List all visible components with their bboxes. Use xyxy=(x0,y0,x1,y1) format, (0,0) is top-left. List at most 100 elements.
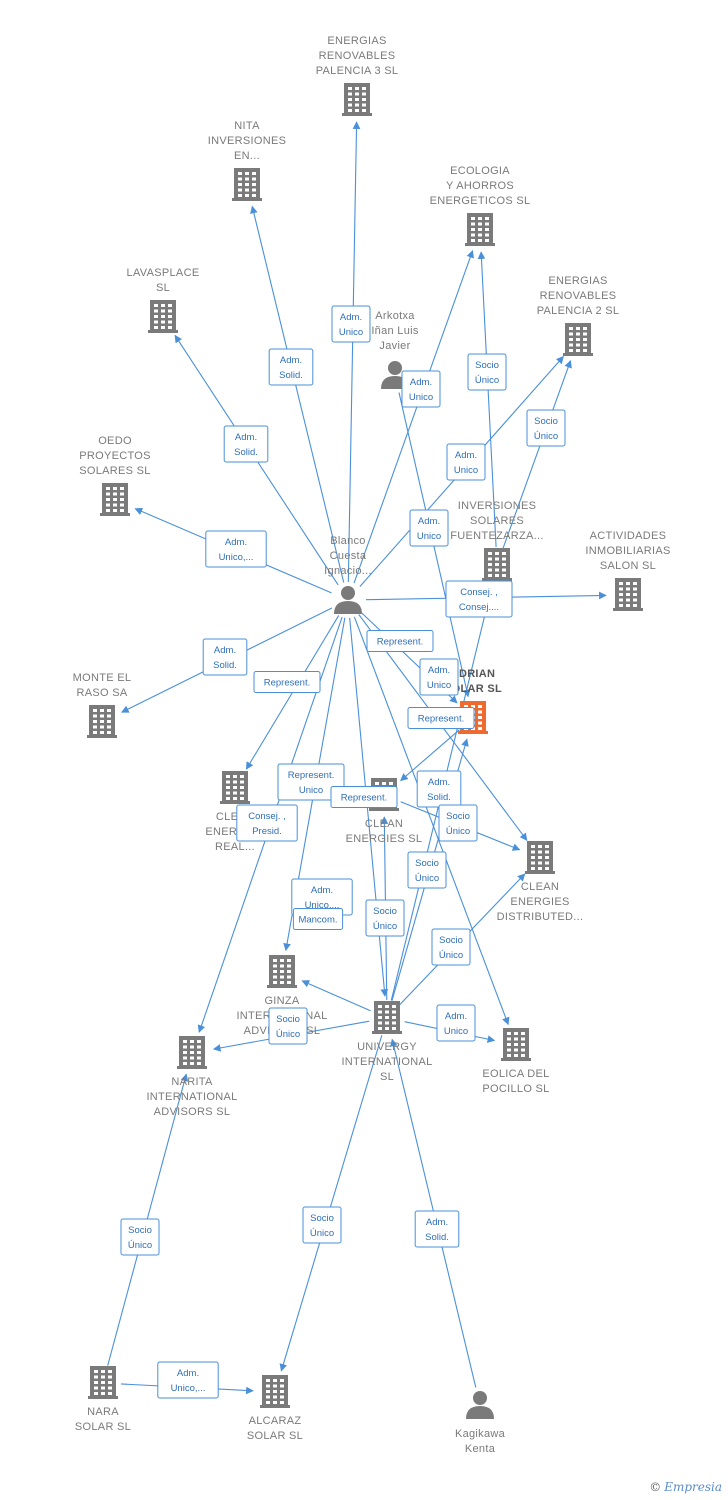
node-nita[interactable]: NITAINVERSIONESEN... xyxy=(208,120,287,201)
edge-label[interactable]: Adm. Unico xyxy=(331,305,371,343)
node-label: SALON SL xyxy=(600,560,656,572)
edge-blanco-energias3 xyxy=(347,121,361,583)
edge-labels-layer: Adm.UnicoAdm.Solid.Adm.Solid.Adm.Unico,.… xyxy=(120,305,566,1399)
node-label: POCILLO SL xyxy=(482,1083,549,1095)
edge-label-box xyxy=(202,638,248,676)
edge-adrian-cleanenergies xyxy=(400,729,460,782)
edge-label-text: Adm. xyxy=(340,312,362,323)
edge-label[interactable]: Consej. ,Presid. xyxy=(236,804,298,842)
node-label: REAL... xyxy=(215,841,255,853)
edge-label-text: Unico xyxy=(409,392,433,403)
node-label: ENERGIAS xyxy=(327,35,386,47)
edge-label[interactable]: Represent. xyxy=(407,707,475,729)
building-icon xyxy=(100,483,130,516)
edge-label-box xyxy=(331,305,371,343)
building-icon xyxy=(88,1366,118,1399)
edge-label-box xyxy=(436,1004,476,1042)
edge-label-text: Unico,... xyxy=(171,1383,206,1394)
edge-label-text: Socio xyxy=(128,1225,152,1236)
node-label: ECOLOGIA xyxy=(450,165,510,177)
edge-label-text: Unico xyxy=(339,327,363,338)
person-icon xyxy=(334,586,362,614)
node-label: NARA xyxy=(87,1406,119,1418)
edge-label-box xyxy=(414,1210,460,1248)
edge-label[interactable]: Adm.Unico,... xyxy=(205,530,267,568)
edge-univergy-ginza xyxy=(301,980,371,1012)
edge-label-text: Unico xyxy=(417,531,441,542)
building-icon xyxy=(148,300,178,333)
node-cleandist[interactable]: CLEANENERGIESDISTRIBUTED... xyxy=(497,841,584,923)
edge-label-text: Socio xyxy=(415,858,439,869)
edge-label[interactable]: Adm.Solid. xyxy=(202,638,248,676)
edge-label-text: Socio xyxy=(534,416,558,427)
node-label: INVERSIONES xyxy=(208,135,287,147)
edge-label[interactable]: Adm.Solid. xyxy=(416,770,462,808)
edge-label[interactable]: Adm.Solid. xyxy=(414,1210,460,1248)
node-label: NARITA xyxy=(171,1076,213,1088)
edge-label[interactable]: Represent. xyxy=(366,630,434,652)
edge-label-box xyxy=(365,899,405,937)
node-label: CLEAN xyxy=(365,818,403,830)
edge-label-text: Adm. xyxy=(410,377,432,388)
edge-label-box xyxy=(223,425,269,463)
edge-label[interactable]: Consej. ,Consej.... xyxy=(445,580,513,618)
node-label: Y AHORROS xyxy=(446,180,514,192)
edge-inversiones-ecologia xyxy=(477,251,497,548)
edge-label[interactable]: Adm.Unico xyxy=(446,443,486,481)
edge-label[interactable]: Represent. xyxy=(253,671,321,693)
edge-label[interactable]: Adm.Solid. xyxy=(223,425,269,463)
edge-inversiones-energias2 xyxy=(502,359,572,549)
edge-label-box xyxy=(253,671,321,693)
edge-label[interactable]: Adm.Unico,... xyxy=(291,878,353,916)
edge-label[interactable]: Adm.Unico xyxy=(419,658,459,696)
edge-label-text: Único xyxy=(415,873,439,884)
edge-label[interactable]: Mancom. xyxy=(292,908,344,930)
edge-label[interactable]: Represent.Unico xyxy=(277,763,345,801)
edge-label-box xyxy=(431,928,471,966)
building-icon xyxy=(177,1036,207,1069)
edge-label[interactable]: Adm.Unico xyxy=(409,509,449,547)
building-icon xyxy=(267,955,297,988)
node-label: INVERSIONES xyxy=(458,500,537,512)
edge-univergy-alcaraz xyxy=(279,1035,383,1372)
node-inversiones[interactable]: INVERSIONESSOLARESFUENTEZARZA... xyxy=(450,500,543,581)
edge-label-text: Único xyxy=(534,431,558,442)
edge-label[interactable]: Adm. Unico xyxy=(401,370,441,408)
edge-label[interactable]: Represent. xyxy=(330,786,398,808)
edge-label[interactable]: Adm.Unico,... xyxy=(157,1361,219,1399)
brand-name: Empresia xyxy=(664,1480,722,1494)
edge-blanco-nita xyxy=(250,205,345,583)
edge-label[interactable]: Adm.Unico xyxy=(436,1004,476,1042)
edge-label-text: Unico,... xyxy=(305,900,340,911)
edge-label-box xyxy=(409,509,449,547)
edge-label-box xyxy=(366,630,434,652)
node-label: SOLARES SL xyxy=(79,465,150,477)
edge-label[interactable]: Adm.Solid. xyxy=(268,348,314,386)
building-icon xyxy=(613,578,643,611)
node-label: INTERNATIONAL xyxy=(146,1091,237,1103)
node-blanco[interactable]: BlancoCuestaIgnacio... xyxy=(324,535,372,614)
